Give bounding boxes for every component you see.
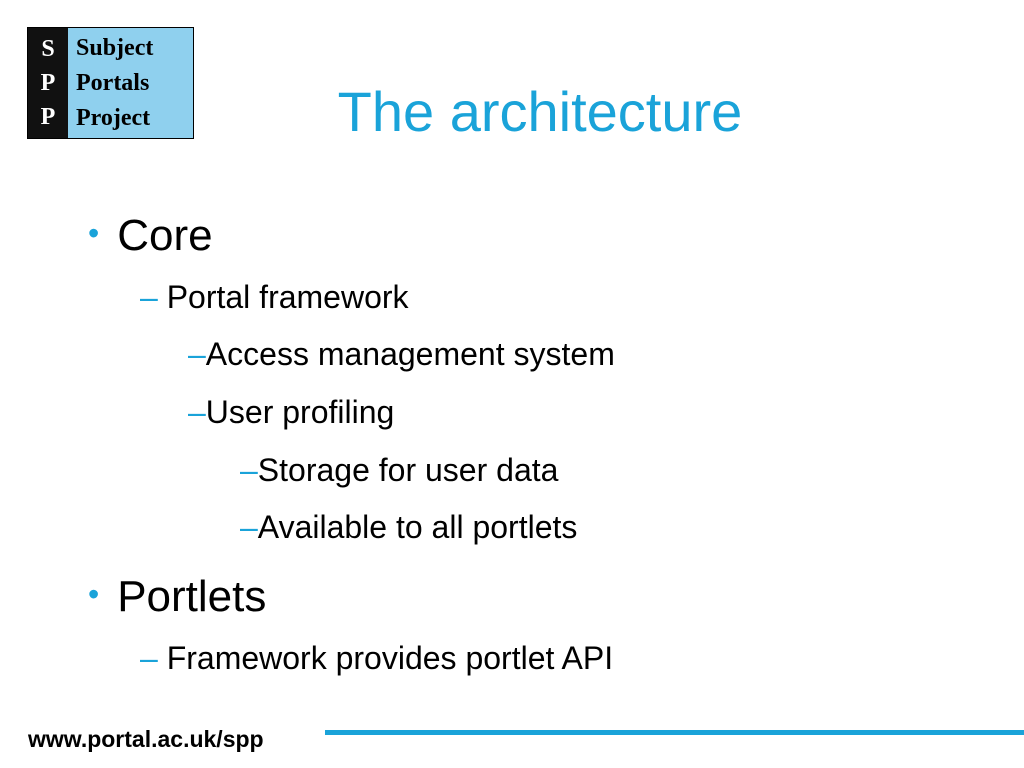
bullet-item: • Portlets [88, 575, 266, 619]
dash-icon: – [188, 394, 206, 430]
logo-letter-p2: P [40, 103, 56, 130]
bullet-item: –Available to all portlets [240, 511, 577, 543]
bullet-item: – Framework provides portlet API [140, 642, 613, 674]
logo-word-portals: Portals [76, 69, 150, 96]
dash-icon: – [240, 509, 258, 545]
bullet-item: – Portal framework [140, 281, 409, 313]
dash-icon: – [140, 640, 158, 676]
footer-url: www.portal.ac.uk/spp [28, 726, 264, 752]
bullet-item: –User profiling [188, 396, 394, 428]
logo-letter-s: S [41, 35, 55, 62]
bullet-item: • Core [88, 214, 213, 258]
bullet-item: –Storage for user data [240, 454, 558, 486]
bullet-text: Available to all portlets [257, 509, 578, 545]
bullet-text: Framework provides portlet API [166, 640, 614, 676]
dash-icon: – [188, 336, 206, 372]
bullet-text: Portlets [117, 572, 267, 621]
bullet-dot-icon: • [88, 215, 100, 251]
spp-logo: S P P Subject Portals Project [27, 27, 194, 139]
logo-word-project: Project [76, 104, 151, 131]
bullet-text: Portal framework [166, 279, 409, 315]
bullet-text: Core [117, 211, 213, 260]
dash-icon: – [240, 452, 258, 488]
bullet-text: Storage for user data [257, 452, 559, 488]
logo-letters: S P P [28, 28, 68, 138]
bullet-dot-icon: • [88, 576, 100, 612]
slide-title: The architecture [337, 80, 743, 143]
logo-words: Subject Portals Project [68, 28, 193, 138]
bullet-text: User profiling [205, 394, 395, 430]
logo-word-subject: Subject [76, 35, 154, 62]
logo-letter-p1: P [40, 69, 56, 96]
bullet-item: –Access management system [188, 338, 615, 370]
bullet-text: Access management system [205, 336, 615, 372]
dash-icon: – [140, 279, 158, 315]
footer-divider [325, 730, 1024, 735]
